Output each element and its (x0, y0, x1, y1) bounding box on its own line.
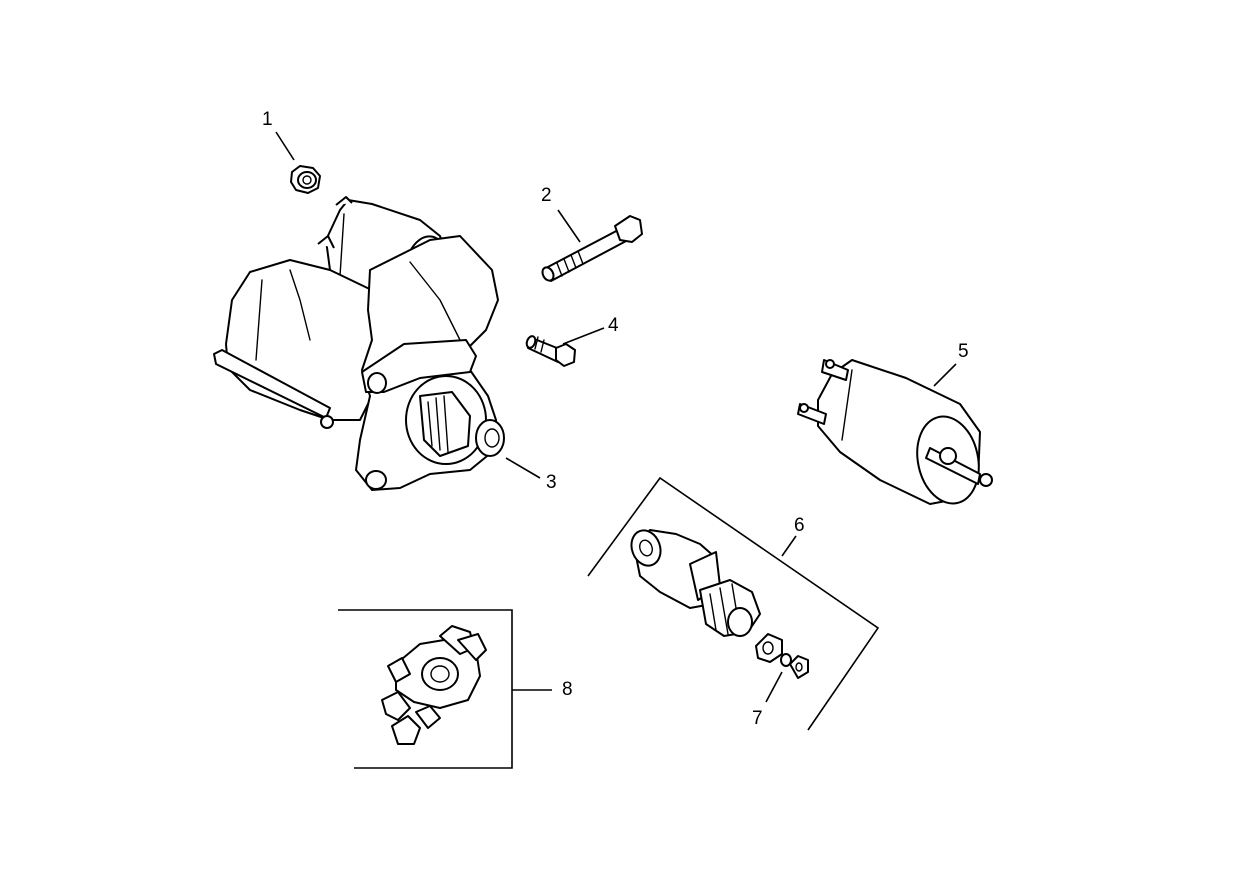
part-8-brush-holder (338, 609, 552, 769)
callout-2: 2 (541, 185, 552, 206)
callout-5: 5 (958, 341, 969, 362)
callout-6: 6 (794, 515, 805, 536)
leader-line-6 (781, 535, 797, 557)
part-6-drive-bracket (587, 476, 880, 731)
part-2-bolt (541, 209, 643, 282)
leader-line-5 (933, 363, 957, 387)
part-3-starter-motor (213, 196, 541, 491)
part-1-nut (275, 131, 321, 194)
part-4-bolt (525, 327, 605, 367)
leader-line-1 (275, 131, 295, 161)
callout-3: 3 (546, 472, 557, 493)
callout-7: 7 (752, 708, 763, 729)
callout-1: 1 (262, 109, 273, 130)
callout-4: 4 (608, 315, 619, 336)
leader-line-2 (557, 209, 581, 243)
leader-line-3 (505, 457, 541, 479)
leader-line-4 (562, 327, 605, 345)
leader-line-7 (765, 671, 783, 703)
part-5-solenoid (797, 359, 993, 505)
callout-8: 8 (562, 679, 573, 700)
